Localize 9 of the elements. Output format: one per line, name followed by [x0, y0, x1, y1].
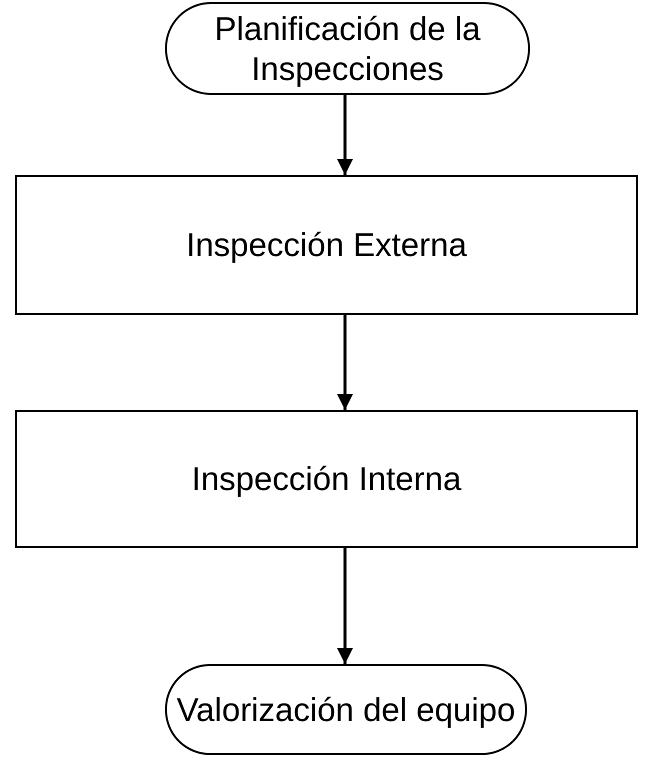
node-label: Valorización del equipo — [176, 690, 516, 730]
process-box — [15, 175, 638, 315]
arrow — [337, 95, 353, 175]
node-label: Planificación de la Inspecciones — [214, 8, 482, 88]
node-label: Inspección Externa — [186, 225, 467, 265]
node-label: Inspección Interna — [192, 459, 462, 499]
process-box — [15, 410, 638, 548]
arrow — [337, 315, 353, 410]
arrow — [337, 548, 353, 664]
